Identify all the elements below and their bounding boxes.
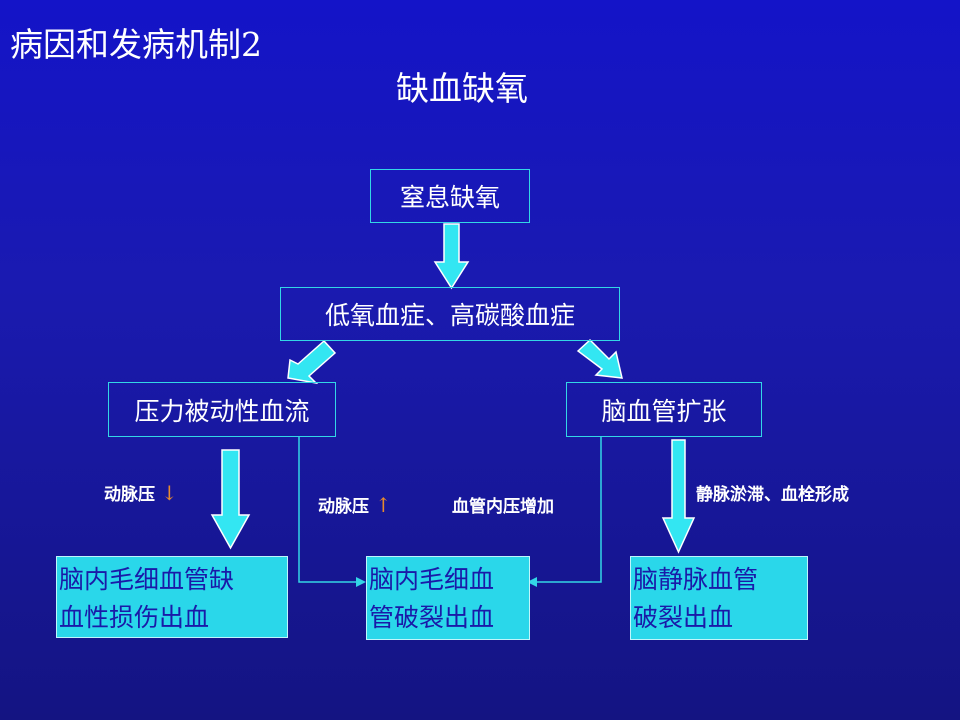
node-suffocation-label: 窒息缺氧 [399, 183, 500, 212]
label-arterial-up-text: 动脉压 [318, 497, 369, 517]
node-capillary-line-1: 脑内毛细血 [369, 565, 495, 594]
label-arterial-pressure-up: 动脉压 ↑ [318, 492, 392, 517]
node-vein-line-2: 破裂出血 [633, 603, 734, 632]
label-arterial-pressure-down: 动脉压 ↓ [104, 480, 178, 505]
node-hypoxemia: 低氧血症、高碳酸血症 [280, 287, 620, 341]
slide-subtitle: 缺血缺氧 [396, 69, 528, 108]
node-pressure-passive: 压力被动性血流 [108, 382, 336, 437]
node-ischemic-hemorrhage: 脑内毛细血管缺 血性损伤出血 [56, 556, 288, 638]
label-vascular-pressure: 血管内压增加 [452, 497, 554, 517]
arrow-down-icon: ↓ [161, 481, 178, 505]
node-capillary-line-2: 管破裂出血 [369, 603, 495, 632]
node-suffocation: 窒息缺氧 [370, 169, 530, 223]
node-vein-line-1: 脑静脉血管 [633, 565, 759, 594]
arrow-down-suffocation [433, 223, 470, 290]
label-venous-stasis: 静脉淤滞、血栓形成 [696, 485, 849, 505]
node-capillary-rupture: 脑内毛细血 管破裂出血 [366, 556, 530, 640]
node-vein-rupture: 脑静脉血管 破裂出血 [630, 556, 808, 640]
node-pressure-passive-label: 压力被动性血流 [134, 396, 310, 426]
label-arterial-down-text: 动脉压 [104, 485, 155, 505]
arrow-up-icon: ↑ [375, 493, 392, 517]
arrow-vasodilation-to-vein [661, 439, 696, 554]
connector-pressure-to-capillary [298, 437, 359, 583]
arrow-hypoxemia-to-vasodilation [576, 338, 623, 379]
node-hypoxemia-label: 低氧血症、高碳酸血症 [324, 301, 575, 330]
node-vasodilation-label: 脑血管扩张 [601, 396, 727, 426]
arrowhead-right-connector [527, 577, 537, 587]
node-ischemic-line-1: 脑内毛细血管缺 [59, 565, 235, 594]
node-ischemic-line-2: 血性损伤出血 [59, 603, 210, 632]
slide-title: 病因和发病机制2 [10, 25, 262, 64]
connector-vasodilation-to-capillary [533, 437, 602, 583]
arrow-hypoxemia-to-pressure [287, 339, 337, 385]
node-vasodilation: 脑血管扩张 [566, 382, 762, 437]
arrowhead-left-connector [356, 577, 366, 587]
arrow-pressure-to-ischemic [210, 449, 251, 550]
